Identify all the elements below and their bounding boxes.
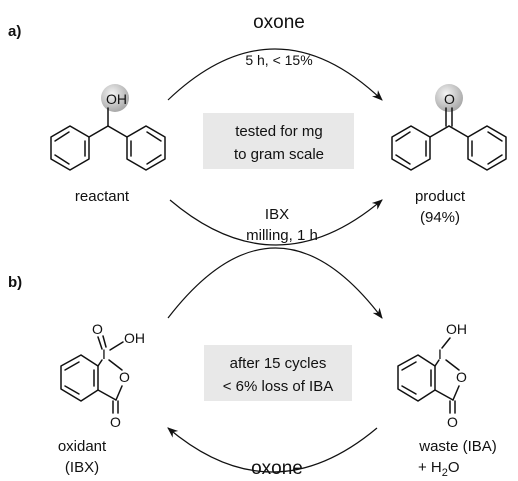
ibx-carbonyl-o: O <box>110 414 121 430</box>
bottom-reagent: IBX <box>265 206 289 223</box>
ibx-structure: O I OH O O <box>60 321 145 430</box>
top-conditions: 5 h, < 15% <box>245 52 312 68</box>
waste-sub-suffix: O <box>448 459 460 476</box>
iba-carbonyl-o: O <box>447 414 458 430</box>
product-o-atom: O <box>444 91 455 107</box>
product-label: product <box>415 188 466 205</box>
ibx-oxo-atom: O <box>92 321 103 337</box>
oxidant-label: oxidant <box>58 438 107 455</box>
reactant-oh-atom: OH <box>106 91 127 107</box>
product-yield: (94%) <box>420 209 460 226</box>
recycle-bottom-arrow <box>167 427 378 473</box>
reactant-label: reactant <box>75 188 130 205</box>
scale-note-line2: to gram scale <box>234 146 324 163</box>
iba-hydroxyl: OH <box>446 321 467 337</box>
waste-label: waste (IBA) <box>418 438 497 455</box>
bottom-conditions: milling, 1 h <box>246 227 318 244</box>
top-reagent: oxone <box>253 12 305 33</box>
cycles-note-line2: < 6% loss of IBA <box>223 378 333 395</box>
scale-note-box <box>203 113 354 169</box>
scale-note-line1: tested for mg <box>235 123 323 140</box>
iba-structure: OH I O O <box>397 321 467 430</box>
top-reaction-arrow <box>167 48 383 101</box>
product-structure: O <box>391 84 507 171</box>
highlight-ball <box>435 84 463 112</box>
panel-a-label: a) <box>8 23 21 40</box>
highlight-ball <box>101 84 129 112</box>
waste-sub-index: 2 <box>442 467 448 479</box>
cycles-note-line1: after 15 cycles <box>230 355 327 372</box>
reactant-structure: OH <box>50 84 166 171</box>
ibx-ring-o: O <box>119 369 130 385</box>
ibx-hydroxyl: OH <box>124 330 145 346</box>
iba-ring-o: O <box>456 369 467 385</box>
waste-sub-prefix: + H <box>418 459 442 476</box>
ibx-iodine-atom: I <box>102 346 106 362</box>
recycle-top-arrow <box>167 247 383 319</box>
oxidant-sub: (IBX) <box>65 459 99 476</box>
bottom-reaction-arrow <box>169 199 383 246</box>
cycles-note-box <box>204 345 352 401</box>
recycle-reagent: oxone <box>251 458 303 479</box>
waste-sub: + H2O <box>418 459 460 479</box>
iba-iodine-atom: I <box>438 346 442 362</box>
panel-b-label: b) <box>8 274 22 291</box>
